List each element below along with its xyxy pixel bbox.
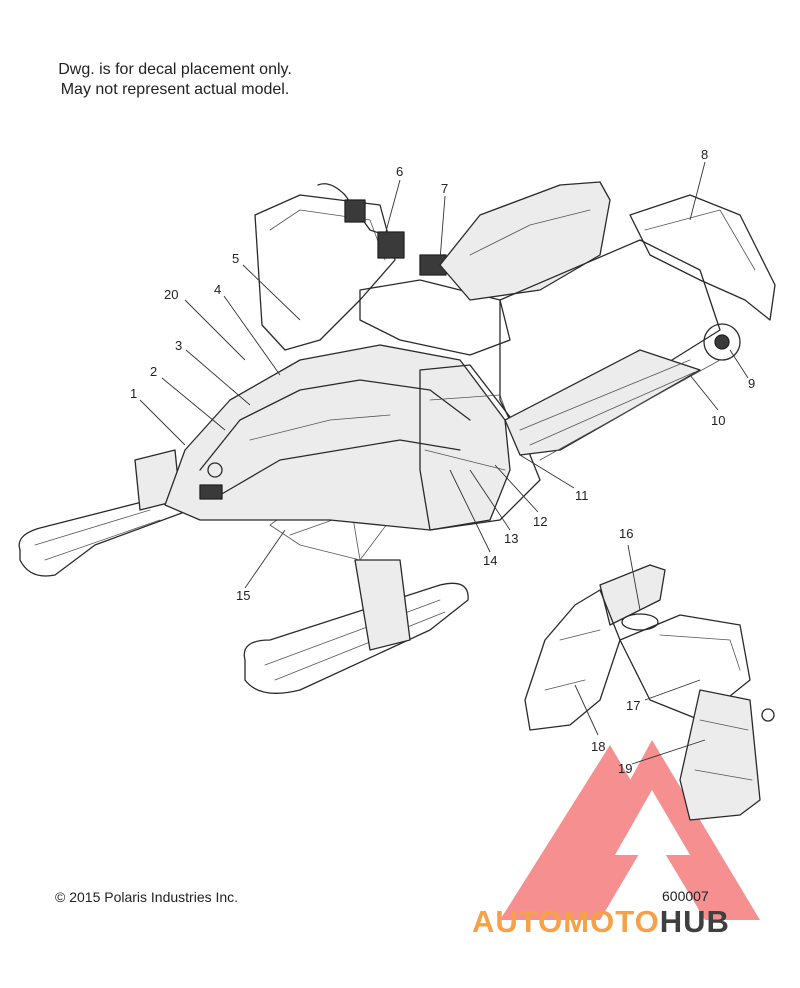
callout-11: 11 xyxy=(575,488,589,503)
watermark-brand-part2: HUB xyxy=(659,904,730,939)
callout-17: 17 xyxy=(626,698,640,713)
watermark-triangle-logo xyxy=(500,740,760,920)
watermark-brand: AUTOMOTOHUB xyxy=(472,904,730,940)
watermark-brand-part1: AUTOMOTO xyxy=(472,904,660,939)
note-line-1: Dwg. is for decal placement only. xyxy=(58,61,292,78)
callout-10: 10 xyxy=(711,413,725,428)
placement-note: Dwg. is for decal placement only. May no… xyxy=(30,60,320,100)
callout-14: 14 xyxy=(483,553,497,568)
callout-7: 7 xyxy=(441,181,448,196)
callout-16: 16 xyxy=(619,526,633,541)
snowmobile-line-art xyxy=(18,181,776,821)
callout-12: 12 xyxy=(533,514,547,529)
callout-2: 2 xyxy=(150,364,157,379)
callout-4: 4 xyxy=(214,282,221,297)
callout-20: 20 xyxy=(164,287,178,302)
callout-19: 19 xyxy=(618,761,632,776)
callout-6: 6 xyxy=(396,164,403,179)
callout-9: 9 xyxy=(748,376,755,391)
callout-leaders xyxy=(139,161,749,765)
copyright-text: © 2015 Polaris Industries Inc. xyxy=(55,889,239,905)
note-line-2: May not represent actual model. xyxy=(60,81,290,98)
callout-labels: 1 2 3 4 5 6 7 8 9 10 11 12 13 14 15 16 1… xyxy=(130,147,755,776)
callout-3: 3 xyxy=(175,338,182,353)
callout-13: 13 xyxy=(504,531,518,546)
drawing-part-number: 600007 xyxy=(662,888,709,904)
callout-15: 15 xyxy=(236,588,250,603)
callout-1: 1 xyxy=(130,386,137,401)
callout-8: 8 xyxy=(701,147,708,162)
callout-18: 18 xyxy=(591,739,605,754)
callout-5: 5 xyxy=(232,251,239,266)
